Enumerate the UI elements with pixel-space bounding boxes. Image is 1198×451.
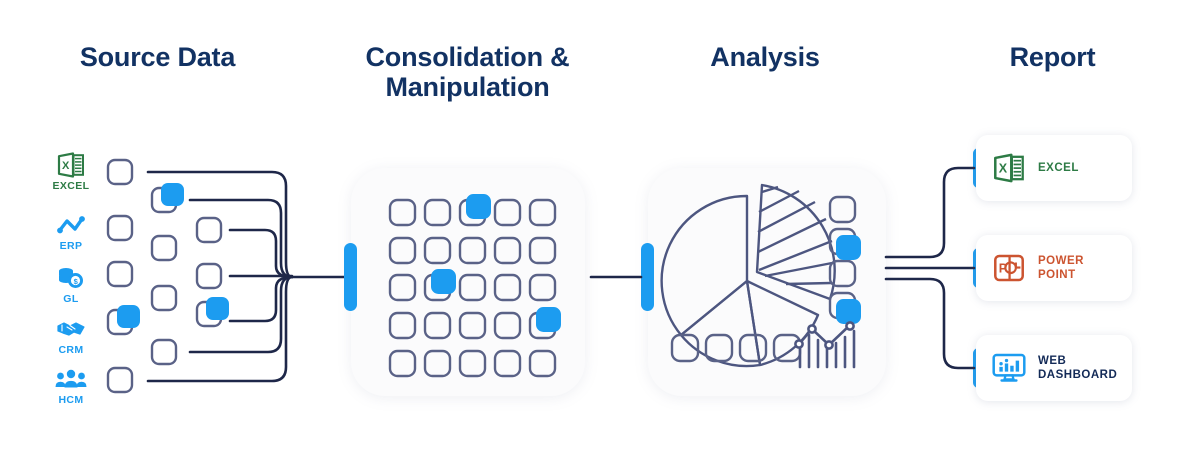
svg-text:X: X <box>62 160 70 172</box>
source-item-label: CRM <box>58 344 84 356</box>
source-item-label: ERP <box>59 240 83 252</box>
handshake-icon <box>42 316 100 342</box>
report-card-web-dashboard[interactable]: WEB DASHBOARD <box>976 335 1132 401</box>
analysis-panel <box>648 168 886 396</box>
coins-icon: $ <box>42 265 100 291</box>
svg-text:X: X <box>999 162 1008 176</box>
powerpoint-icon: P <box>992 251 1026 285</box>
report-card-excel[interactable]: X EXCEL <box>976 135 1132 201</box>
source-item-gl[interactable]: $ GL <box>42 265 100 305</box>
source-item-label: GL <box>63 293 79 305</box>
report-card-label: POWER POINT <box>1038 254 1084 281</box>
consolidation-grid <box>388 198 557 378</box>
source-item-label: HCM <box>58 394 84 406</box>
analysis-side-node-highlights <box>836 235 861 324</box>
report-card-powerpoint[interactable]: P POWER POINT <box>976 235 1132 301</box>
source-node-highlights <box>117 183 229 328</box>
svg-text:$: $ <box>74 277 79 286</box>
column-title-report: Report <box>1009 42 1096 72</box>
source-item-hcm[interactable]: HCM <box>42 366 100 406</box>
excel-icon: X <box>42 152 100 178</box>
source-item-excel[interactable]: X EXCEL <box>42 152 100 192</box>
column-title-analysis: Analysis <box>710 42 820 72</box>
line-chart-icon <box>42 212 100 238</box>
bar-consolidation-in <box>344 243 357 311</box>
column-title-source-data: Source Data <box>79 42 236 72</box>
source-item-crm[interactable]: CRM <box>42 316 100 356</box>
svg-text:P: P <box>999 262 1007 276</box>
dashboard-icon <box>992 351 1026 385</box>
bar-line-chart-icon <box>794 321 856 369</box>
analysis-to-report-wires <box>884 166 976 370</box>
report-card-label: EXCEL <box>1038 161 1079 174</box>
bar-analysis-in <box>641 243 654 311</box>
excel-icon: X <box>992 151 1026 185</box>
report-card-label: WEB DASHBOARD <box>1038 354 1118 381</box>
column-title-consolidation: Consolidation & Manipulation <box>365 42 570 103</box>
source-item-erp[interactable]: ERP <box>42 212 100 252</box>
source-to-consolidation-wires <box>146 170 350 383</box>
source-item-label: EXCEL <box>52 180 90 192</box>
consolidation-grid-highlights <box>431 194 561 332</box>
people-icon <box>42 366 100 392</box>
